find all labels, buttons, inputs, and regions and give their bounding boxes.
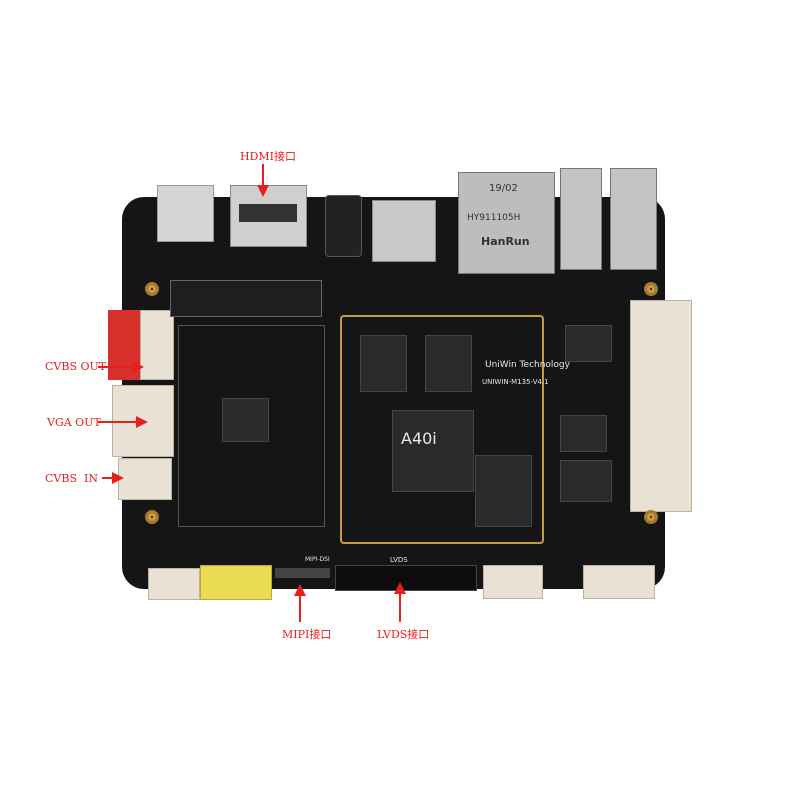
bottom-connector-left [148, 568, 200, 600]
video-module [178, 325, 325, 527]
audio-jack [325, 195, 362, 257]
core-module [340, 315, 544, 544]
right-chip-2 [560, 415, 607, 452]
ram-chip-1 [360, 335, 407, 392]
cvbs-in-connector [118, 458, 172, 500]
soc-chip: A40i [392, 410, 474, 492]
ram-chip-2 [425, 335, 472, 392]
bottom-connector-right [583, 565, 655, 599]
mini-pcie-slot [170, 280, 322, 317]
right-chip-1 [565, 325, 612, 362]
ethernet-part: HY911105H [467, 213, 521, 223]
video-chip [222, 398, 269, 442]
dc-power-jack [157, 185, 214, 242]
usb-port-1 [560, 168, 602, 270]
emmc-chip [475, 455, 532, 527]
hdmi-label: HDMI接口 [240, 150, 297, 163]
ethernet-date: 19/02 [489, 183, 518, 194]
mounting-hole [644, 282, 658, 296]
mounting-hole [644, 510, 658, 524]
right-connector-bank [630, 300, 692, 512]
cvbs-out-connector [140, 310, 174, 380]
usb-port-2 [610, 168, 657, 270]
lvds-header [335, 565, 477, 591]
right-chip-3 [560, 460, 612, 502]
mipi-marking: MIPI-DSI [305, 556, 330, 563]
mipi-label: MIPI接口 [282, 628, 332, 641]
model-marking: UNIWIN-M135-V4.1 [482, 378, 549, 386]
ethernet-port: 19/02 HY911105H HanRun [458, 172, 555, 274]
lvds-marking: LVDS [390, 556, 408, 564]
bottom-connector-mid [483, 565, 543, 599]
yellow-connector [200, 565, 272, 600]
lvds-label: LVDS接口 [377, 628, 430, 641]
ethernet-brand: HanRun [481, 235, 530, 248]
cvbs-in-label: CVBS IN [45, 472, 98, 485]
brand-marking: UniWin Technology [485, 360, 570, 370]
mounting-hole [145, 282, 159, 296]
sd-card-slot [372, 200, 436, 262]
soc-label: A40i [401, 429, 437, 448]
mipi-dsi-connector [275, 568, 330, 578]
mounting-hole [145, 510, 159, 524]
cvbs-out-label: CVBS OUT [45, 360, 107, 373]
vga-out-label: VGA OUT [47, 416, 101, 429]
